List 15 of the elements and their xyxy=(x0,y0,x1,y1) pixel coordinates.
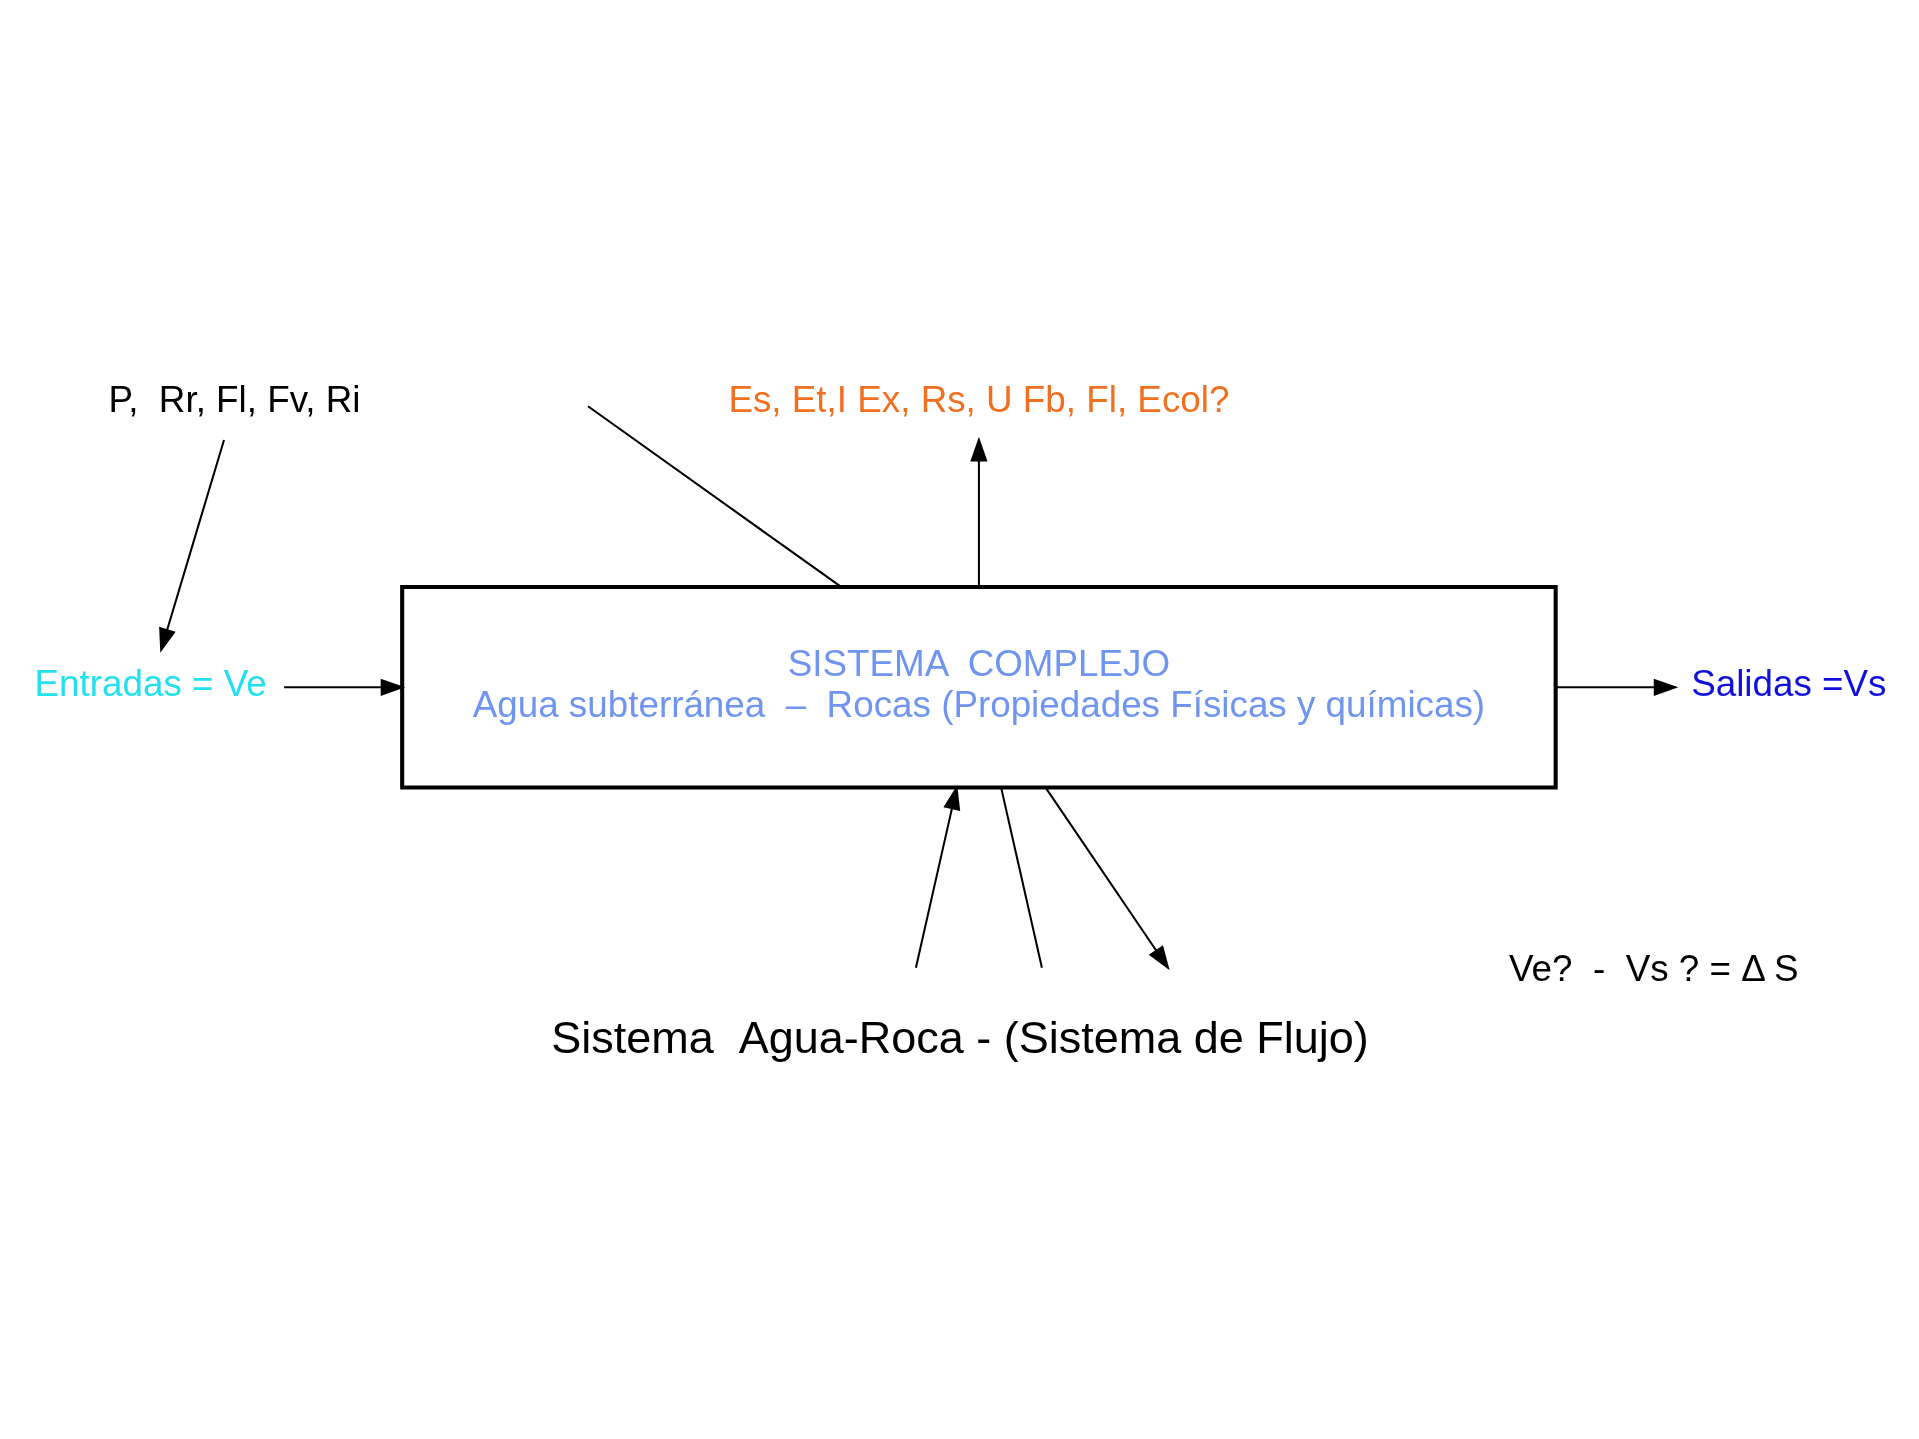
arrow xyxy=(283,678,405,696)
arrow xyxy=(1555,678,1678,696)
node-text: P, Rr, Fl, Fv, Ri xyxy=(107,378,361,420)
arrow xyxy=(914,784,960,968)
node-text: Entradas = Ve xyxy=(34,662,267,704)
connector xyxy=(999,787,1043,968)
arrow xyxy=(1044,787,1170,970)
caption: Sistema Agua-Roca - (Sistema de Flujo) xyxy=(550,1011,1369,1063)
node-text: Salidas =Vs xyxy=(1690,662,1886,704)
node-text: Es, Et,I Ex, Rs, U Fb, Fl, Ecol? xyxy=(727,378,1229,420)
connector xyxy=(586,404,841,588)
node-box: SISTEMA COMPLEJO Agua subterránea – Rocas (Propiedades Físicas y químicas) xyxy=(399,584,1558,790)
arrow xyxy=(969,436,988,586)
label: Ve? - Vs ? = Δ S xyxy=(1508,947,1799,989)
arrow xyxy=(158,439,225,653)
